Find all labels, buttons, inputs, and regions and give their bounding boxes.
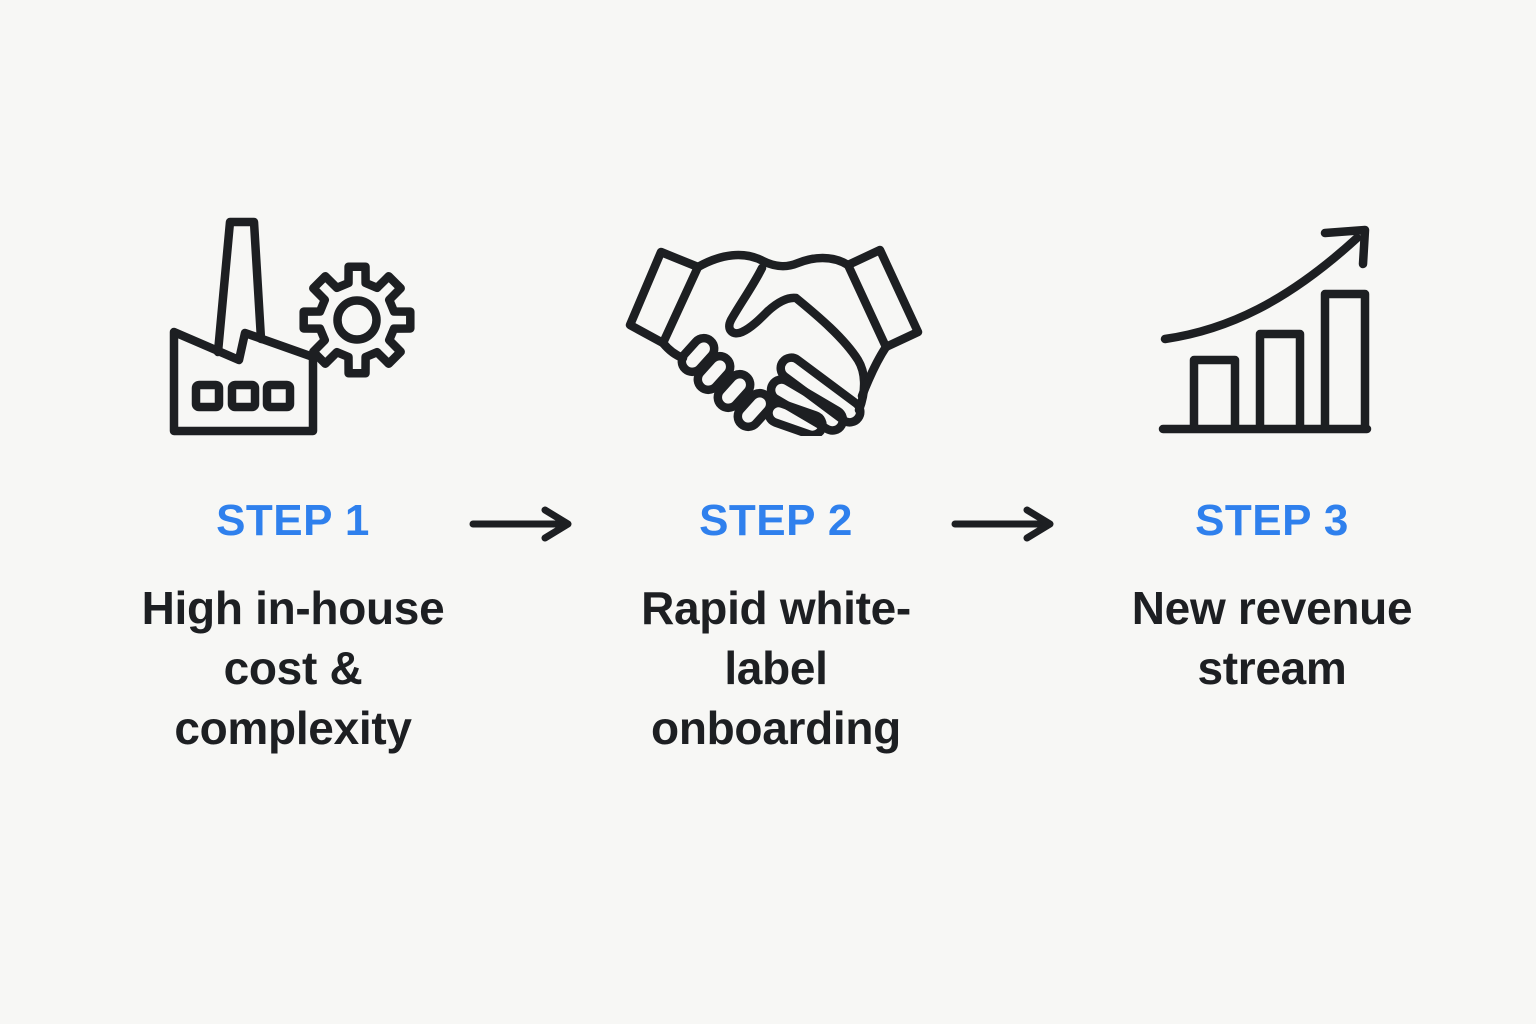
- step-3-description: New revenue stream: [1052, 578, 1492, 698]
- step-3-description-line: stream: [1197, 642, 1347, 694]
- step-1-description-line: High in-house: [141, 582, 445, 634]
- handshake-icon: [625, 245, 923, 436]
- arrow-right-icon: [469, 506, 572, 542]
- step-1-label: STEP 1: [216, 496, 370, 545]
- step-2-description: Rapid white- label onboarding: [556, 578, 996, 758]
- step-3-column: STEP 3 New revenue stream: [1052, 0, 1492, 1024]
- step-1-description: High in-house cost & complexity: [73, 578, 513, 758]
- step-2-description-line: label: [724, 642, 828, 694]
- arrow-right-icon: [951, 506, 1054, 542]
- step-2-label: STEP 2: [699, 496, 853, 545]
- step-1-column: STEP 1 High in-house cost & complexity: [73, 0, 513, 1024]
- step-2-description-line: Rapid white-: [641, 582, 911, 634]
- step-1-description-line: complexity: [174, 702, 412, 754]
- factory-gear-icon: [169, 217, 415, 436]
- growth-chart-icon: [1158, 225, 1372, 434]
- step-3-description-line: New revenue: [1131, 582, 1413, 634]
- step-2-column: STEP 2 Rapid white- label onboarding: [556, 0, 996, 1024]
- step-1-description-line: cost &: [223, 642, 363, 694]
- step-2-description-line: onboarding: [651, 702, 901, 754]
- step-3-label: STEP 3: [1195, 496, 1349, 545]
